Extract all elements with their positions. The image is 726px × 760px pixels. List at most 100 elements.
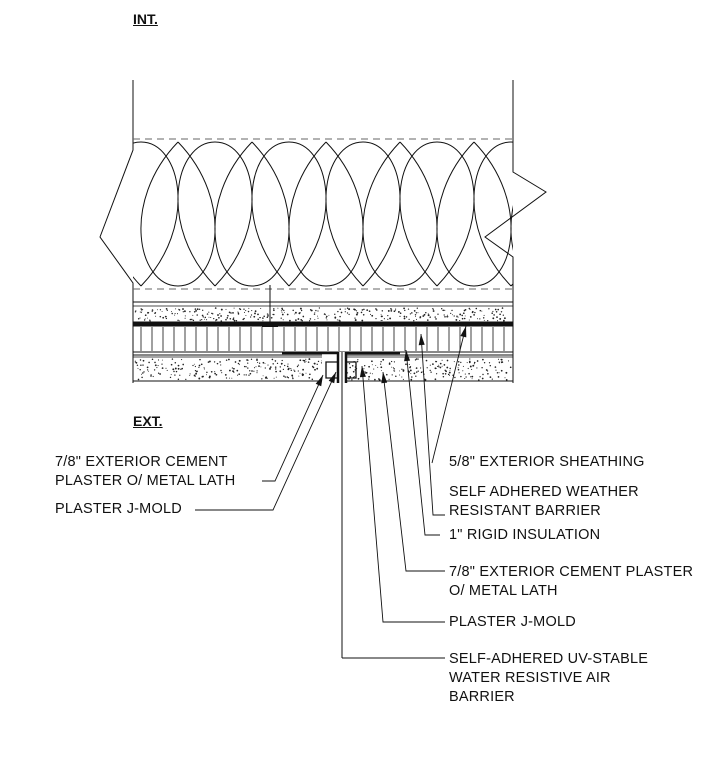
leader-left-cement-plaster bbox=[262, 374, 324, 482]
stipple-dot bbox=[354, 308, 356, 311]
stipple-dot bbox=[152, 375, 154, 378]
stipple-dot bbox=[313, 313, 316, 315]
stipple-dot bbox=[269, 366, 272, 368]
stipple-dot bbox=[233, 307, 235, 309]
stipple-dot bbox=[426, 319, 429, 321]
stipple-dot bbox=[488, 362, 491, 364]
stipple-dot bbox=[238, 308, 241, 310]
stipple-dot bbox=[267, 364, 269, 366]
stipple-dot bbox=[225, 359, 228, 361]
stipple-dot bbox=[381, 310, 384, 312]
stipple-dot bbox=[401, 376, 403, 378]
stipple-dot bbox=[411, 312, 413, 314]
stipple-dot bbox=[476, 367, 478, 369]
stipple-dot bbox=[355, 319, 357, 321]
arrowhead bbox=[315, 375, 323, 387]
stipple-dot bbox=[161, 363, 163, 365]
leader-left-j-mold bbox=[195, 371, 337, 511]
stipple-dot bbox=[192, 314, 194, 316]
stipple-dot bbox=[161, 359, 163, 361]
stipple-dot bbox=[231, 377, 233, 379]
stipple-dot bbox=[320, 362, 323, 364]
stipple-dot bbox=[425, 359, 428, 362]
stipple-dot bbox=[482, 358, 484, 361]
stipple-dot bbox=[294, 313, 296, 315]
stipple-dot bbox=[175, 370, 178, 373]
stipple-dot bbox=[193, 374, 196, 377]
stipple-dot bbox=[308, 320, 311, 322]
stipple-dot bbox=[203, 367, 205, 369]
stipple-dot bbox=[402, 378, 404, 380]
stipple-dot bbox=[454, 376, 456, 379]
stipple-dot bbox=[176, 313, 179, 315]
stipple-dot bbox=[274, 368, 277, 370]
stipple-dot bbox=[479, 318, 481, 320]
stipple-dot bbox=[361, 319, 364, 322]
stipple-dot bbox=[443, 364, 446, 366]
stipple-dot bbox=[344, 311, 346, 313]
stipple-dot bbox=[457, 367, 459, 369]
stipple-dot bbox=[140, 311, 142, 314]
stipple-dot bbox=[363, 368, 365, 370]
stipple-dot bbox=[432, 308, 434, 310]
stipple-dot bbox=[225, 318, 227, 321]
stipple-dot bbox=[344, 308, 346, 310]
stipple-dot bbox=[165, 367, 167, 369]
stipple-dot bbox=[196, 314, 198, 316]
stipple-dot bbox=[469, 358, 471, 360]
stipple-dot bbox=[225, 377, 228, 379]
stipple-dot bbox=[388, 363, 391, 365]
stipple-dot bbox=[492, 317, 495, 320]
stipple-dot bbox=[221, 372, 223, 374]
stipple-dot bbox=[473, 361, 476, 364]
stipple-dot bbox=[411, 376, 413, 378]
stipple-dot bbox=[380, 369, 382, 371]
stipple-dot bbox=[296, 365, 299, 368]
stipple-dot bbox=[251, 310, 253, 312]
callout-line: BARRIER bbox=[449, 689, 515, 705]
stipple-dot bbox=[495, 369, 497, 371]
stipple-dot bbox=[229, 318, 232, 320]
stipple-dot bbox=[357, 359, 359, 361]
stipple-dot bbox=[317, 317, 319, 319]
stipple-dot bbox=[151, 358, 154, 360]
stipple-dot bbox=[389, 317, 392, 320]
stipple-dot bbox=[500, 358, 503, 361]
stipple-dot bbox=[429, 316, 431, 318]
stipple-dot bbox=[212, 313, 214, 315]
leader-sheathing bbox=[431, 325, 467, 464]
stipple-dot bbox=[352, 370, 355, 373]
stipple-dot bbox=[414, 314, 417, 316]
stipple-dot bbox=[216, 362, 219, 365]
leader-right-j-mold bbox=[361, 365, 445, 623]
stipple-dot bbox=[391, 374, 393, 376]
stipple-dot bbox=[488, 308, 490, 310]
stipple-dot bbox=[427, 313, 429, 315]
stipple-dot bbox=[311, 309, 313, 311]
stipple-dot bbox=[458, 372, 460, 374]
stipple-dot bbox=[371, 364, 373, 366]
stipple-dot bbox=[258, 365, 260, 367]
stipple-dot bbox=[192, 319, 195, 322]
stipple-dot bbox=[453, 315, 455, 317]
stipple-dot bbox=[471, 368, 473, 370]
stipple-dot bbox=[147, 370, 149, 372]
stipple-dot bbox=[472, 310, 474, 313]
stipple-dot bbox=[413, 372, 416, 375]
stipple-dot bbox=[206, 374, 207, 376]
stipple-dot bbox=[472, 364, 475, 367]
stipple-dot bbox=[139, 359, 142, 361]
stipple-dot bbox=[393, 310, 396, 313]
stipple-dot bbox=[180, 368, 182, 370]
stipple-dot bbox=[305, 358, 307, 360]
stipple-dot bbox=[136, 364, 139, 367]
stipple-dot bbox=[201, 314, 204, 317]
stipple-dot bbox=[503, 319, 505, 322]
stipple-dot bbox=[201, 375, 204, 378]
stipple-dot bbox=[362, 314, 365, 316]
stipple-dot bbox=[293, 370, 296, 372]
stipple-dot bbox=[290, 368, 292, 370]
callout-line: 7/8" EXTERIOR CEMENT bbox=[55, 454, 228, 470]
stipple-dot bbox=[328, 314, 330, 316]
